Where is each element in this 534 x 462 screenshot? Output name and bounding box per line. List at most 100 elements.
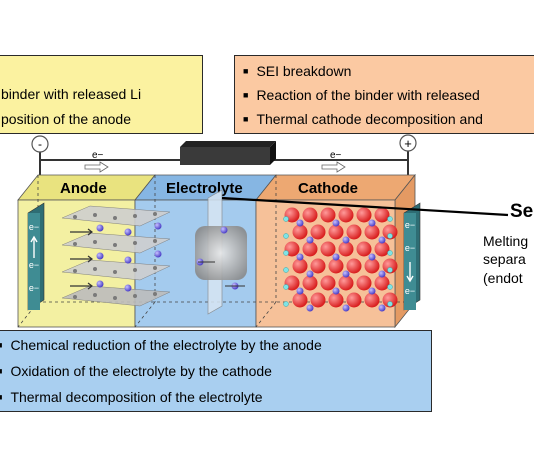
cathode-reactions-box: ■SEI breakdown ■Reaction of the binder w… — [234, 55, 534, 134]
oxide-particle — [374, 275, 390, 291]
oxide-particle — [338, 207, 354, 223]
oxide-particle — [346, 258, 362, 274]
lithium-ion — [378, 236, 386, 244]
oxide-particle — [374, 207, 390, 223]
right-arrow-icon — [321, 161, 346, 173]
cathode-electron-label-3: e− — [405, 286, 415, 296]
oxygen-atom — [387, 216, 393, 222]
positive-terminal-icon — [399, 134, 417, 152]
lithium-ion — [342, 236, 350, 244]
oxide-particle — [310, 292, 326, 308]
oxide-particle — [346, 224, 362, 240]
lithium-ion — [342, 270, 350, 278]
bullet-icon: ■ — [243, 114, 249, 124]
oxide-particle — [302, 207, 318, 223]
anode-reactions-box: binder with released Li position of the … — [0, 55, 203, 134]
oxide-particle — [364, 258, 380, 274]
oxide-particle — [320, 207, 336, 223]
bullet-icon: ■ — [243, 66, 249, 76]
cathode-reaction-line-1: ■SEI breakdown — [243, 63, 352, 79]
anode-label: Anode — [60, 180, 107, 197]
oxygen-atom — [387, 301, 393, 307]
cathode-reaction-line-3: ■Thermal cathode decomposition and — [243, 111, 483, 127]
oxide-particle — [328, 292, 344, 308]
lithium-ion — [342, 304, 350, 312]
oxide-particle — [328, 258, 344, 274]
separator-pointer-line — [221, 196, 509, 217]
cathode-electron-label-2: e− — [405, 243, 415, 253]
oxide-particle — [382, 224, 398, 240]
separator-desc-line-1: Melting — [483, 233, 529, 249]
electrolyte-reaction-line-3: ■Thermal decomposition of the electrolyt… — [0, 389, 263, 405]
oxide-particle — [374, 241, 390, 257]
bullet-icon: ■ — [0, 340, 2, 350]
lithium-ion — [378, 270, 386, 278]
oxide-particle — [346, 292, 362, 308]
down-arrow-icon — [406, 262, 414, 283]
oxide-particle — [310, 224, 326, 240]
anode-reaction-line-1: binder with released Li — [1, 86, 142, 102]
electrolyte-reaction-line-1: ■Chemical reduction of the electrolyte b… — [0, 337, 322, 353]
anode-electron-label-2: e− — [29, 260, 39, 270]
oxide-particle — [338, 241, 354, 257]
graphite-layers — [61, 205, 171, 307]
anode-electron-label-1: e− — [29, 222, 39, 232]
load-resistor — [180, 147, 270, 165]
lithium-ion — [306, 304, 314, 312]
oxide-particle — [356, 207, 372, 223]
oxide-particle — [302, 275, 318, 291]
electrolyte-reaction-line-2: ■Oxidation of the electrolyte by the cat… — [0, 363, 272, 379]
separator-desc-line-2: separa — [483, 251, 526, 267]
oxygen-atom — [283, 301, 289, 307]
oxide-particle — [338, 275, 354, 291]
oxide-particle — [292, 292, 308, 308]
oxygen-atom — [387, 250, 393, 256]
bullet-icon: ■ — [0, 366, 2, 376]
external-wire-left — [39, 152, 180, 172]
oxide-particle — [320, 275, 336, 291]
positive-terminal-label: + — [404, 136, 412, 151]
oxide-particle — [364, 292, 380, 308]
bullet-icon: ■ — [243, 90, 249, 100]
oxygen-atom — [283, 284, 289, 290]
lithium-ion — [368, 253, 376, 261]
oxide-particle — [302, 241, 318, 257]
oxide-particle — [292, 258, 308, 274]
oxide-particle — [320, 241, 336, 257]
oxide-particle — [356, 275, 372, 291]
lithium-ion — [378, 304, 386, 312]
cathode-particles — [283, 207, 398, 312]
separator-membrane — [195, 189, 247, 315]
oxide-particle — [328, 224, 344, 240]
lithium-ion — [296, 219, 304, 227]
oxygen-atom — [283, 250, 289, 256]
oxide-particle — [364, 224, 380, 240]
oxygen-atom — [283, 216, 289, 222]
lithium-ion — [332, 253, 340, 261]
oxygen-atom — [387, 267, 393, 273]
up-arrow-icon — [30, 235, 38, 258]
oxide-particle — [310, 258, 326, 274]
oxide-particle — [292, 224, 308, 240]
anode-reaction-line-2: position of the anode — [1, 111, 131, 127]
anode-electron-label-3: e− — [29, 283, 39, 293]
oxide-particle — [382, 258, 398, 274]
bullet-icon: ■ — [0, 392, 2, 402]
wire-electron-label-right: e− — [330, 150, 342, 161]
separator-desc-line-3: (endot — [483, 270, 523, 286]
lithium-ion — [296, 253, 304, 261]
lithium-ion — [332, 219, 340, 227]
cathode-electron-label-1: e− — [405, 220, 415, 230]
lithium-ion — [306, 236, 314, 244]
separator-title: Se — [510, 201, 534, 222]
lithium-ion — [368, 287, 376, 295]
electrolyte-label: Electrolyte — [166, 180, 243, 197]
lithium-ion — [296, 287, 304, 295]
oxygen-atom — [283, 267, 289, 273]
cathode-reaction-line-2: ■Reaction of the binder with released — [243, 87, 480, 103]
oxygen-atom — [387, 284, 393, 290]
lithium-ion — [332, 287, 340, 295]
electrolyte-reactions-box: ■Chemical reduction of the electrolyte b… — [0, 330, 432, 412]
oxide-particle — [356, 241, 372, 257]
